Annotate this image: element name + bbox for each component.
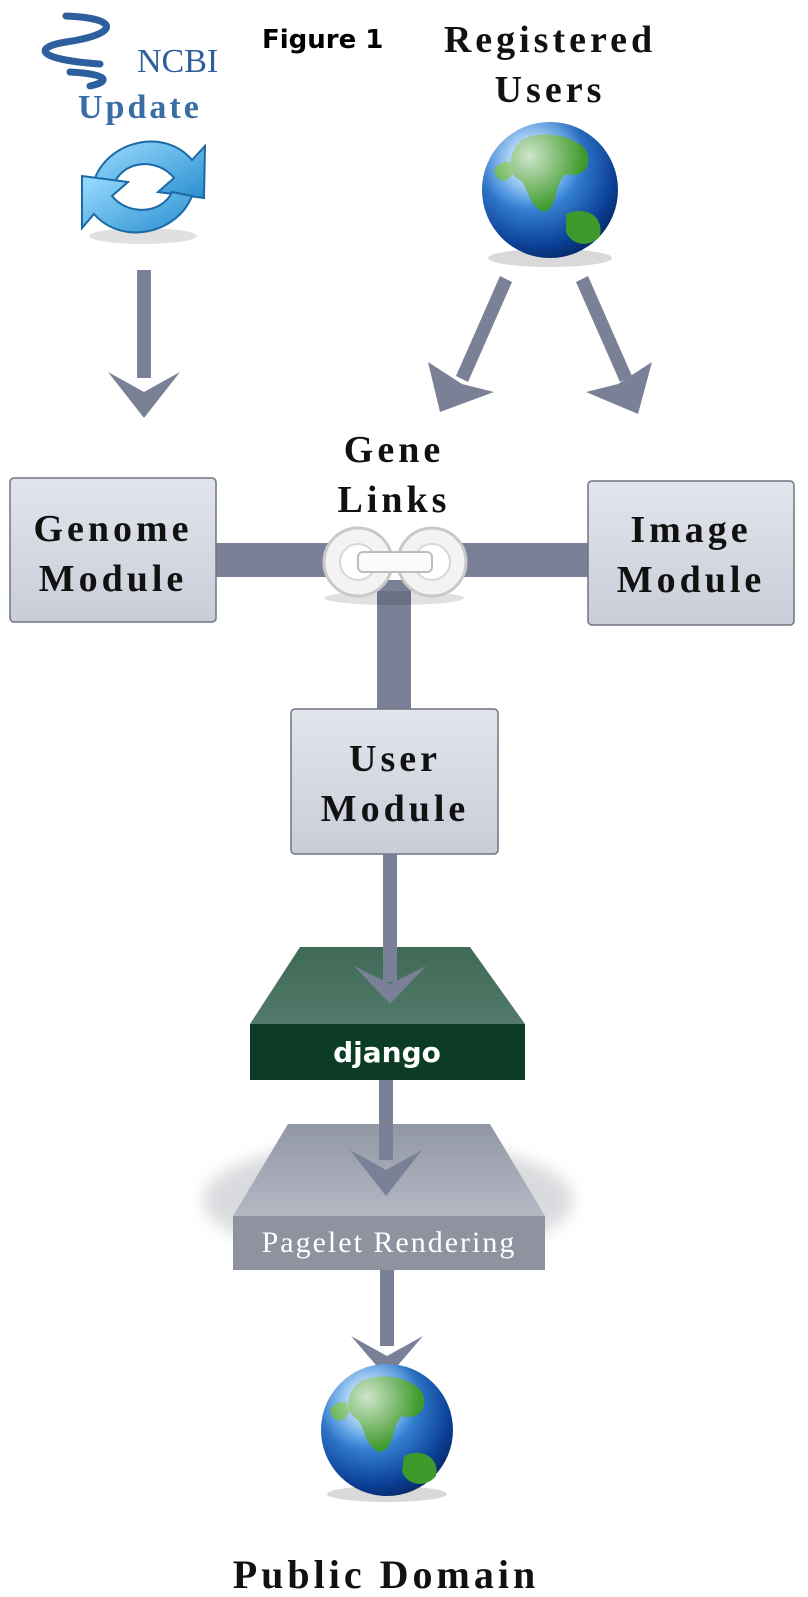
helix-icon bbox=[41, 12, 110, 90]
ncbi-logo: NCBI bbox=[41, 12, 218, 90]
user-module: User Module bbox=[290, 708, 499, 855]
globe-icon bbox=[321, 1364, 453, 1502]
user-module-label-line1: User bbox=[349, 738, 441, 780]
public-domain-label: Public Domain bbox=[233, 1552, 539, 1597]
arrow-users-to-gene-links bbox=[428, 276, 512, 412]
genome-module: Genome Module bbox=[9, 477, 217, 623]
figure-label: Figure 1 bbox=[262, 25, 383, 55]
user-module-label-line2: Module bbox=[321, 788, 470, 830]
genome-module-label-line2: Module bbox=[39, 558, 188, 600]
ncbi-logo-text: NCBI bbox=[137, 43, 218, 80]
django-platform: django bbox=[250, 947, 525, 1080]
arrow-django-to-pagelet bbox=[350, 1080, 422, 1196]
gene-links-label-line2: Links bbox=[338, 479, 451, 521]
django-label: django bbox=[333, 1036, 441, 1069]
image-module-label-line1: Image bbox=[630, 509, 751, 551]
pagelet-rendering-label: Pagelet Rendering bbox=[262, 1226, 517, 1259]
connector-bars bbox=[214, 543, 590, 712]
arrow-user-to-django bbox=[354, 854, 426, 1004]
refresh-icon bbox=[81, 140, 207, 244]
image-module-label-line2: Module bbox=[617, 559, 766, 601]
globe-icon bbox=[482, 122, 618, 267]
registered-users-label-line2: Users bbox=[495, 69, 606, 111]
pagelet-rendering-platform: Pagelet Rendering bbox=[203, 1124, 573, 1270]
image-module: Image Module bbox=[587, 480, 795, 626]
registered-users-label-line1: Registered bbox=[444, 19, 656, 61]
gene-links-label-line1: Gene bbox=[344, 429, 444, 471]
chain-link-icon bbox=[322, 526, 468, 605]
genome-module-label-line1: Genome bbox=[33, 508, 192, 550]
arrow-users-to-image bbox=[576, 276, 652, 414]
arrow-pagelet-to-public-domain bbox=[351, 1270, 423, 1378]
arrow-update-to-genome bbox=[108, 270, 180, 418]
update-label: Update bbox=[78, 89, 202, 126]
